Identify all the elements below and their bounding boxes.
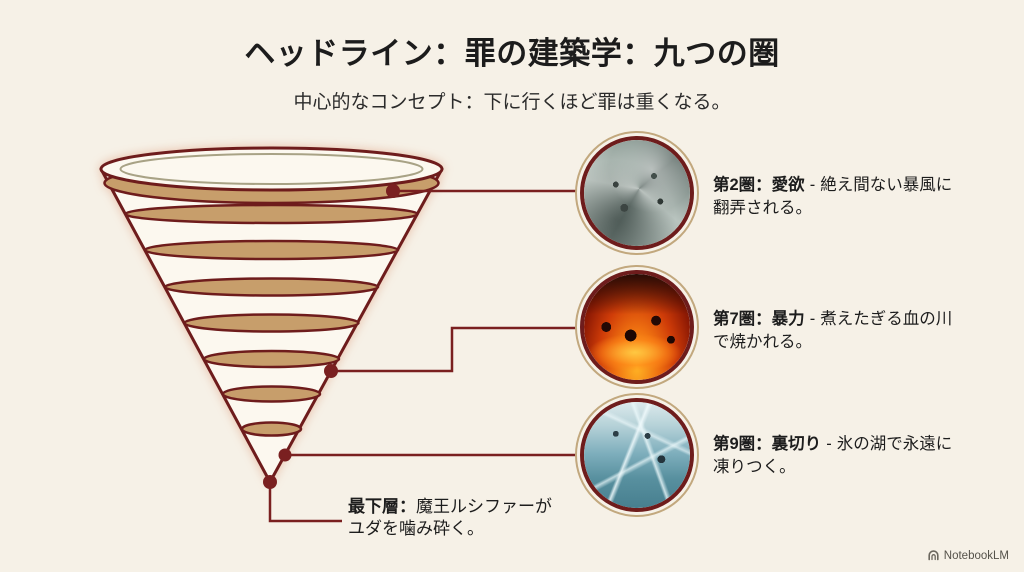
notebooklm-label: NotebookLM <box>943 549 1009 562</box>
annotation-circle-2-description: 絶え間ない暴風に翻弄される。 <box>713 176 953 217</box>
callout-circle-7 <box>575 265 699 389</box>
annotation-circle-7: 第7圏：暴力-煮えたぎる血の川で焼かれる。 <box>713 308 953 354</box>
connector-dot-apex <box>263 475 277 489</box>
circle-2-frame <box>580 136 694 250</box>
annotation-circle-7-description: 煮えたぎる血の川で焼かれる。 <box>713 310 953 351</box>
funnel-rim <box>99 146 444 192</box>
connector-line-apex <box>268 482 342 523</box>
annotation-circle-9-description: 氷の湖で永遠に凍りつく。 <box>713 435 953 476</box>
funnel-cone <box>99 146 444 484</box>
connector-dot-circle-7 <box>324 364 338 378</box>
annotation-apex-description: 魔王ルシファーがユダを噛み砕く。 <box>348 497 552 539</box>
page-subtitle: 中心的なコンセプト：下に行くほど罪は重くなる。 <box>293 92 731 113</box>
connector-dot-circle-2 <box>386 184 400 198</box>
annotation-circle-9-label: 第9圏：裏切り <box>713 435 822 453</box>
notebooklm-icon <box>928 550 939 561</box>
annotation-separator: - <box>809 176 816 194</box>
circle-7-frame <box>580 270 694 384</box>
connector-lines <box>263 184 576 523</box>
annotation-circle-7-label: 第7圏：暴力 <box>713 310 805 328</box>
circle-9-frame <box>580 398 694 512</box>
annotation-circle-9: 第9圏：裏切り-氷の湖で永遠に凍りつく。 <box>713 433 953 479</box>
lava-river-image <box>584 274 690 380</box>
funnel-rim-inner-line <box>119 153 424 185</box>
callout-circle-2 <box>575 131 699 255</box>
connector-line-circle-7 <box>331 326 576 373</box>
annotation-circle-2-label: 第2圏：愛欲 <box>713 176 805 194</box>
page-title: ヘッドライン：罪の建築学：九つの圏 <box>244 36 780 71</box>
connector-dot-circle-9 <box>278 448 292 462</box>
annotation-apex: 最下層：魔王ルシファーがユダを噛み砕く。 <box>348 496 553 541</box>
storm-vortex-image <box>584 140 690 246</box>
notebooklm-branding: NotebookLM <box>927 549 1009 562</box>
frozen-lake-image <box>584 402 690 508</box>
annotation-separator: - <box>826 435 832 453</box>
annotation-apex-label: 最下層： <box>348 497 416 516</box>
annotation-circle-2: 第2圏：愛欲-絶え間ない暴風に翻弄される。 <box>713 174 953 220</box>
callout-circle-9 <box>575 393 699 517</box>
annotation-separator: - <box>809 310 816 328</box>
